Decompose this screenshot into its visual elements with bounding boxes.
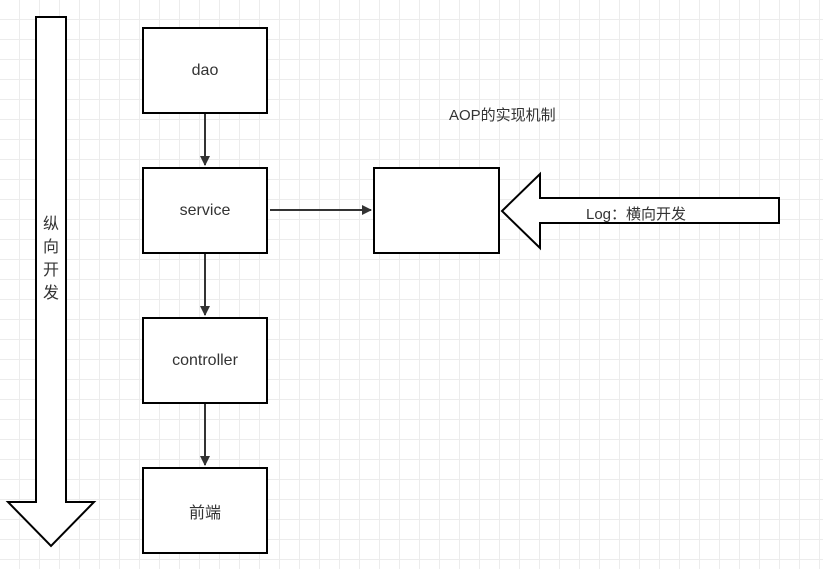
vertical-development-arrow <box>5 16 97 548</box>
dao-box: dao <box>142 27 268 114</box>
service-box: service <box>142 167 268 254</box>
frontend-box: 前端 <box>142 467 268 554</box>
log-horizontal-arrow <box>500 171 780 251</box>
vertical-arrow-label: 纵 向 开 发 <box>42 216 59 302</box>
controller-box: controller <box>142 317 268 404</box>
aop-box <box>373 167 500 254</box>
aop-title: AOP的实现机制 <box>449 107 556 124</box>
log-arrow-label: Log：横向开发 <box>586 206 687 223</box>
